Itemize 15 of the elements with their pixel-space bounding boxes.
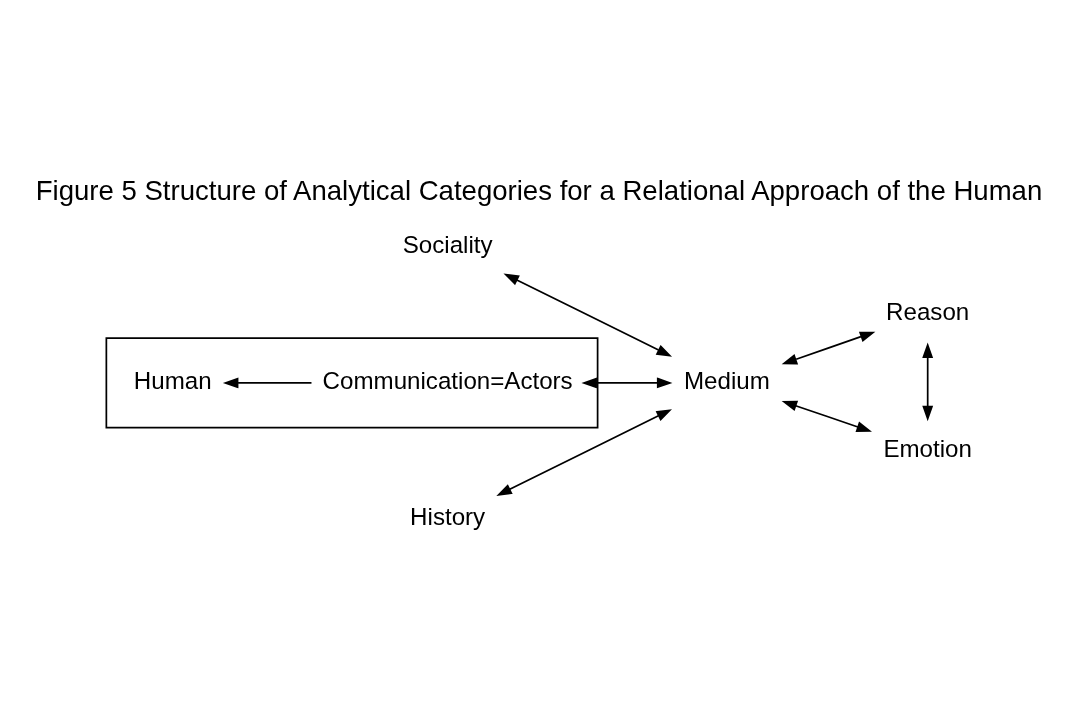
node-text: Communication=Actors <box>322 366 573 394</box>
node-text: Human <box>133 366 212 394</box>
diagram-title: Figure 5 Structure of Analytical Categories for a Relational Approach of the Human <box>35 174 1043 206</box>
node-text: Reason <box>886 297 970 325</box>
arrow <box>496 408 672 496</box>
node-text: Sociality <box>402 230 493 258</box>
arrow <box>503 272 673 357</box>
arrow <box>781 331 876 364</box>
arrow <box>581 376 673 388</box>
node-text: Emotion <box>883 434 972 462</box>
arrow <box>222 376 313 388</box>
arrow <box>781 400 872 432</box>
node-text: History <box>410 502 486 530</box>
arrow <box>922 341 934 421</box>
node-text: Medium <box>683 366 770 394</box>
